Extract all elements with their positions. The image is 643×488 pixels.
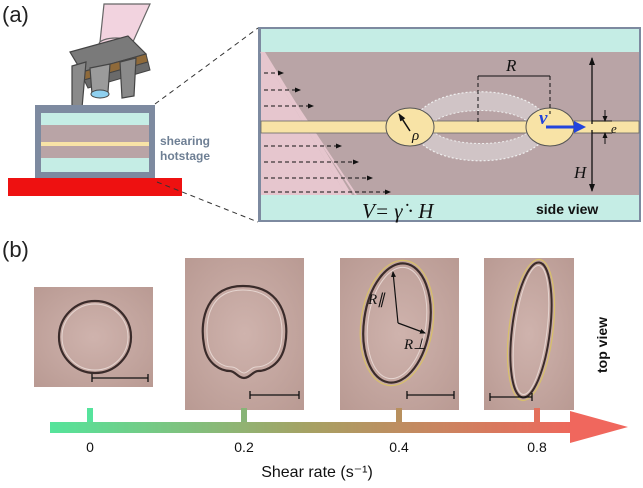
top-view-label: top view bbox=[594, 317, 610, 373]
velocity-profile-arrows bbox=[264, 70, 391, 195]
film-thickness-marker bbox=[592, 110, 612, 144]
symbol-R: R bbox=[505, 56, 517, 75]
symbol-rho: ρ bbox=[411, 128, 419, 144]
symbol-v: v bbox=[539, 108, 548, 129]
symbol-e: e bbox=[611, 121, 617, 136]
microscope-icon bbox=[69, 3, 151, 111]
tick-label: 0.8 bbox=[527, 439, 547, 455]
stage-label-line1: shearing bbox=[160, 134, 210, 148]
panel-b-label: (b) bbox=[2, 237, 29, 262]
micrograph-shear-0-4: R∥ R⊥ bbox=[340, 258, 459, 410]
micrograph-shear-0-8 bbox=[484, 258, 574, 410]
tick-mark bbox=[396, 408, 402, 422]
side-view-label: side view bbox=[536, 201, 598, 217]
tick-label: 0.4 bbox=[389, 439, 409, 455]
radius-dimension bbox=[477, 75, 551, 124]
panel-a-label: (a) bbox=[2, 2, 29, 27]
symbol-R-parallel: R∥ bbox=[367, 292, 386, 308]
axis-title: Shear rate (s⁻¹) bbox=[261, 464, 373, 481]
shear-rate-axis: 0 0.2 0.4 0.8 Shear rate (s⁻¹) bbox=[50, 408, 628, 481]
symbol-H: H bbox=[573, 163, 588, 182]
zoom-lines bbox=[154, 27, 259, 223]
tick-label: 0 bbox=[86, 439, 94, 455]
tick-mark bbox=[87, 408, 93, 422]
hotstage-sample bbox=[35, 105, 155, 180]
symbol-R-perp: R⊥ bbox=[403, 337, 426, 353]
micrograph-shear-0-2 bbox=[185, 258, 304, 410]
tick-label: 0.2 bbox=[234, 439, 254, 455]
tick-mark bbox=[534, 408, 540, 422]
side-view-channel: R ρ v e H V= γ̇ · H side view bbox=[258, 27, 641, 223]
tick-mark bbox=[241, 408, 247, 422]
hotstage-base bbox=[8, 178, 182, 196]
left-rim bbox=[385, 107, 435, 147]
shear-formula: V= γ̇ · H bbox=[362, 199, 435, 223]
micrograph-shear-0 bbox=[34, 287, 153, 387]
stage-label-line2: hotstage bbox=[160, 149, 210, 163]
